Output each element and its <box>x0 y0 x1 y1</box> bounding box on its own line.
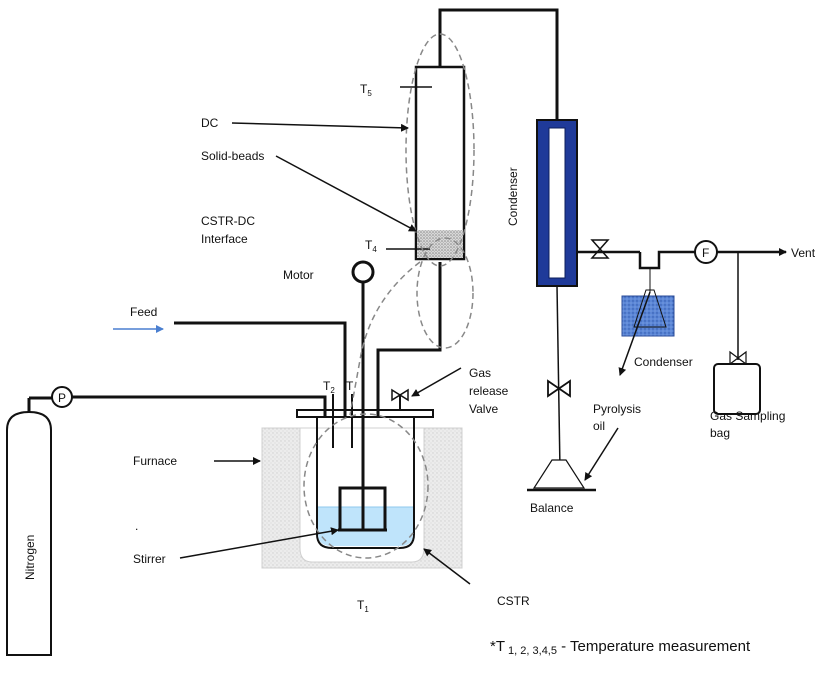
gas-release-valve <box>391 388 409 410</box>
collector-funnel <box>633 289 667 328</box>
label-condenser-vertical: Condenser <box>506 167 520 226</box>
drain-valve <box>547 379 571 398</box>
label-nitrogen: Nitrogen <box>23 535 37 580</box>
collector-condenser <box>621 295 675 337</box>
label-cstr-dc-interface-1: CSTR-DC <box>201 214 255 228</box>
label-gas-release-1: Gas <box>469 366 491 380</box>
label-cstr: CSTR <box>497 594 530 608</box>
dashed-outlines <box>303 33 475 559</box>
label-gas-sampling-1: Gas Sampling <box>710 409 785 423</box>
motor <box>351 260 375 284</box>
label-feed: Feed <box>130 305 157 319</box>
gas-release-pointer <box>411 367 462 397</box>
stirrer-pointer <box>179 527 339 559</box>
label-t5: T5 <box>360 82 372 98</box>
condensate-line <box>556 285 561 471</box>
label-t4: T4 <box>365 238 377 254</box>
label-solid-beads: Solid-beads <box>201 149 264 163</box>
label-dc: DC <box>201 116 219 130</box>
dc-pointer <box>231 122 409 132</box>
label-p: P <box>58 391 66 405</box>
label-f: F <box>702 246 709 260</box>
oil-trap <box>638 250 696 270</box>
liquid <box>318 507 413 546</box>
label-dot: . <box>135 519 138 533</box>
condenser-collector-pointer <box>618 291 651 376</box>
label-gas-release-3: Valve <box>469 402 498 416</box>
label-t2: T2 <box>323 379 335 395</box>
cstr-pointer <box>423 548 471 585</box>
label-pyrolysis-1: Pyrolysis <box>593 402 641 416</box>
label-furnace: Furnace <box>133 454 177 468</box>
label-t3: T <box>346 379 354 393</box>
feed-pipe <box>174 321 347 418</box>
nitrogen-line <box>72 395 327 418</box>
solid-beads <box>417 230 463 258</box>
gas-sampling-bag <box>713 363 761 415</box>
stirrer <box>338 282 387 532</box>
label-motor: Motor <box>283 268 314 282</box>
label-gas-release-2: release <box>469 384 509 398</box>
label-t1: T1 <box>357 598 369 614</box>
label-gas-sampling-2: bag <box>710 426 730 440</box>
cstr-vessel <box>316 417 415 549</box>
label-cstr-dc-interface-2: Interface <box>201 232 248 246</box>
nitrogen-cylinder <box>6 410 52 656</box>
balance-funnel <box>532 459 586 489</box>
solid-beads-pointer <box>275 155 417 232</box>
caption: *T 1, 2, 3,4,5 - Temperature measurement <box>490 638 751 657</box>
side-valve <box>590 239 610 259</box>
label-pyrolysis-2: oil <box>593 419 605 433</box>
label-vent: Vent <box>791 246 816 260</box>
vapour-line <box>438 8 559 120</box>
pyrolysis-pointer <box>584 427 619 481</box>
label-condenser-collector: Condenser <box>634 355 693 369</box>
reactor-outlet-pipe <box>376 262 442 418</box>
label-stirrer: Stirrer <box>133 552 166 566</box>
label-balance: Balance <box>530 501 574 515</box>
